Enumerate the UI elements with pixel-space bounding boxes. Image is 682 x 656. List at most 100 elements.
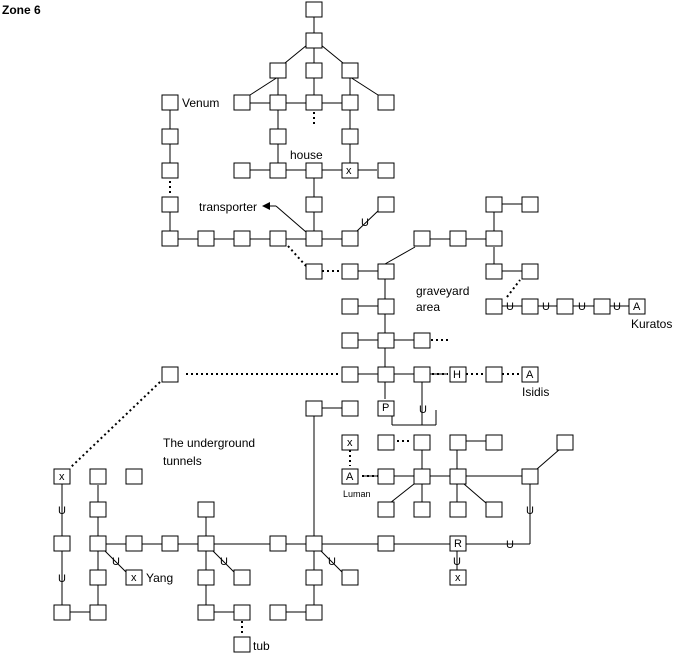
exit-mark: U bbox=[419, 404, 427, 416]
room-kuratos bbox=[628, 298, 646, 315]
room bbox=[341, 298, 359, 315]
room bbox=[377, 162, 395, 179]
exit-mark: U bbox=[112, 556, 120, 568]
room bbox=[269, 62, 287, 79]
room-yang bbox=[125, 569, 143, 586]
room bbox=[341, 162, 359, 179]
room bbox=[197, 604, 215, 621]
room-mark-x: x bbox=[59, 471, 65, 483]
room bbox=[269, 162, 287, 179]
room bbox=[377, 535, 395, 552]
room bbox=[233, 94, 251, 111]
hidden-passages bbox=[69, 112, 521, 636]
exit-mark: U bbox=[328, 556, 336, 568]
room bbox=[413, 366, 431, 383]
label-tub: tub bbox=[253, 639, 270, 653]
room bbox=[377, 468, 395, 485]
room-mark-a: A bbox=[526, 369, 534, 381]
room bbox=[413, 230, 431, 247]
room bbox=[377, 434, 395, 451]
room-x bbox=[449, 569, 467, 586]
connections bbox=[61, 17, 629, 613]
rooms bbox=[53, 1, 646, 653]
room bbox=[269, 535, 287, 552]
exit-mark: U bbox=[506, 301, 514, 313]
room-mark-h: H bbox=[453, 369, 461, 381]
exit-mark: U bbox=[526, 505, 534, 517]
label-graveyard: graveyard bbox=[416, 284, 469, 298]
room bbox=[305, 94, 323, 111]
room bbox=[341, 230, 359, 247]
room bbox=[485, 366, 503, 383]
label-venum: Venum bbox=[182, 96, 219, 110]
room bbox=[341, 569, 359, 586]
label-tunnels: tunnels bbox=[163, 454, 202, 468]
label-luman: Luman bbox=[343, 489, 371, 499]
room bbox=[377, 332, 395, 349]
room-mark-x: x bbox=[131, 572, 137, 584]
room-mark-x: x bbox=[347, 437, 353, 449]
room bbox=[197, 535, 215, 552]
room-isidis bbox=[521, 366, 539, 383]
room bbox=[269, 128, 287, 145]
room bbox=[125, 468, 143, 485]
room bbox=[413, 434, 431, 451]
exit-mark: U bbox=[453, 556, 461, 568]
room bbox=[341, 94, 359, 111]
room bbox=[125, 535, 143, 552]
room bbox=[593, 298, 611, 315]
room bbox=[377, 501, 395, 518]
room bbox=[305, 263, 323, 280]
room bbox=[449, 501, 467, 518]
room bbox=[449, 230, 467, 247]
room bbox=[305, 604, 323, 621]
room bbox=[341, 128, 359, 145]
room bbox=[485, 434, 503, 451]
room bbox=[377, 94, 395, 111]
room bbox=[161, 162, 179, 179]
room bbox=[233, 569, 251, 586]
label-underground: The underground bbox=[163, 436, 255, 450]
room bbox=[89, 468, 107, 485]
room bbox=[305, 62, 323, 79]
labels: Venum house transporter graveyard area K… bbox=[146, 96, 672, 653]
room-marks: x P H A A x A x x R x bbox=[59, 165, 641, 584]
exit-mark: U bbox=[220, 556, 228, 568]
room bbox=[161, 196, 179, 213]
label-transporter: transporter bbox=[199, 200, 257, 214]
room bbox=[485, 230, 503, 247]
room-r bbox=[449, 535, 467, 552]
room-tub bbox=[233, 636, 251, 653]
room bbox=[305, 32, 323, 49]
room bbox=[161, 366, 179, 383]
room bbox=[449, 434, 467, 451]
room bbox=[161, 230, 179, 247]
room bbox=[485, 196, 503, 213]
room-mark-x: x bbox=[455, 572, 461, 584]
room-mark-a: A bbox=[633, 301, 641, 313]
room-p bbox=[377, 400, 395, 417]
room bbox=[556, 298, 574, 315]
room bbox=[269, 230, 287, 247]
room bbox=[341, 263, 359, 280]
room bbox=[485, 263, 503, 280]
room bbox=[341, 62, 359, 79]
room bbox=[521, 263, 539, 280]
room bbox=[449, 468, 467, 485]
room bbox=[341, 332, 359, 349]
exit-mark: U bbox=[58, 505, 66, 517]
exit-markers: U U U U U U U U U U U U U U bbox=[58, 217, 621, 585]
room bbox=[341, 366, 359, 383]
room bbox=[485, 298, 503, 315]
room bbox=[341, 400, 359, 417]
room-h bbox=[449, 366, 467, 383]
room bbox=[89, 535, 107, 552]
room bbox=[521, 468, 539, 485]
exit-mark: U bbox=[613, 301, 621, 313]
room bbox=[413, 468, 431, 485]
label-isidis: Isidis bbox=[522, 385, 549, 399]
room bbox=[305, 196, 323, 213]
map-title: Zone 6 bbox=[2, 3, 41, 17]
room bbox=[377, 263, 395, 280]
room-x bbox=[53, 468, 71, 485]
